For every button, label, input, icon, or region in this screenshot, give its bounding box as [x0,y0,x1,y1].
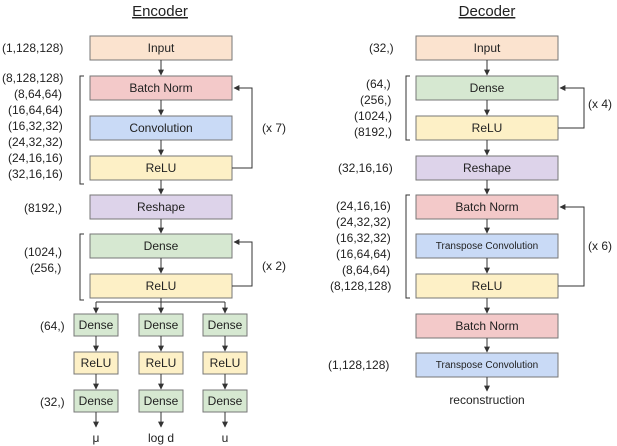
decoder-dense-shape: (8192,) [354,125,392,139]
decoder-tconv-shape: (8,64,64) [342,263,390,277]
decoder-final-batch-norm-box: Batch Norm [415,313,559,339]
encoder-dense-repeat: (x 2) [262,259,286,273]
encoder-conv-shape: (8,128,128) [2,71,63,85]
decoder-reshape-shape: (32,16,16) [338,161,393,175]
encoder-dense-relu-label: ReLU [146,279,177,293]
decoder-tconv-relu-box: ReLU [415,273,559,299]
decoder-reshape-box: Reshape [415,155,559,181]
decoder-reshape-label: Reshape [463,161,511,175]
encoder-head-dense-box: Dense [73,313,119,337]
encoder-dense-shape: (1024,) [24,245,62,259]
encoder-head-dense-label: Dense [79,318,114,332]
decoder-tconv-loop [558,204,585,287]
encoder-head-relu-box: ReLU [138,351,184,375]
encoder-relu-box: ReLU [89,155,233,181]
decoder-dense-relu-label: ReLU [472,121,503,135]
encoder-head-dense-box: Dense [202,313,248,337]
encoder-head-dense-out-label: Dense [79,394,114,408]
encoder-head-dense-label: Dense [208,318,243,332]
encoder-head-relu-box: ReLU [73,351,119,375]
decoder-tconv-relu-label: ReLU [472,279,503,293]
decoder-title: Decoder [459,3,516,20]
encoder-conv-loop [232,85,253,169]
encoder-head-shape: (32,) [40,395,65,409]
decoder-dense-relu-box: ReLU [415,115,559,141]
encoder-head-shape: (64,) [40,319,65,333]
encoder-head-dense-out-box: Dense [73,389,119,413]
encoder-output-mu: μ [93,431,100,445]
decoder-final-tconv-label: Transpose Convolution [436,360,538,371]
encoder-input-shape: (1,128,128) [2,41,63,55]
encoder-head-mu: Dense ReLU Dense μ [73,313,119,445]
encoder-head-dense-out-box: Dense [202,389,248,413]
encoder-head-dense-label: Dense [144,318,179,332]
decoder-batch-norm-box: Batch Norm [415,194,559,220]
encoder-conv-shape: (24,16,16) [8,151,63,165]
decoder-input-box: Input [415,35,559,61]
encoder-conv-shape: (24,32,32) [8,135,63,149]
decoder-dense-shape: (1024,) [354,109,392,123]
encoder-head-relu-label: ReLU [146,356,177,370]
decoder-final-shape: (1,128,128) [328,358,389,372]
encoder-head-relu-label: ReLU [81,356,112,370]
decoder-tconv-bracket [405,194,410,299]
encoder-head-dense-out-label: Dense [208,394,243,408]
encoder-convolution-label: Convolution [129,121,192,135]
encoder-conv-shape: (32,16,16) [8,167,63,181]
encoder-conv-shape: (16,64,64) [8,103,63,117]
decoder-tconv-shape: (16,32,32) [336,231,391,245]
encoder-reshape-box: Reshape [89,194,233,220]
encoder-conv-bracket [79,75,84,185]
encoder-title: Encoder [132,3,188,20]
encoder-dense-shape: (256,) [30,261,61,275]
decoder-output-label: reconstruction [449,393,524,407]
encoder-dense-relu-box: ReLU [89,273,233,299]
decoder-final-tconv-box: Transpose Convolution [415,352,559,378]
encoder-input-label: Input [148,41,175,55]
encoder-batch-norm-box: Batch Norm [89,75,233,101]
decoder-tconv-shape: (8,128,128) [330,279,391,293]
encoder-convolution-box: Convolution [89,115,233,141]
decoder-final-batch-norm-label: Batch Norm [455,319,518,333]
decoder-input-label: Input [474,41,501,55]
decoder-tconv-repeat: (x 6) [588,239,612,253]
decoder-batch-norm-label: Batch Norm [455,200,518,214]
encoder-reshape-label: Reshape [137,200,185,214]
decoder-dense-shape: (256,) [360,93,391,107]
encoder-head-relu-box: ReLU [202,351,248,375]
encoder-reshape-shape: (8192,) [24,201,62,215]
decoder-dense-label: Dense [470,81,505,95]
decoder-tconv-shape: (16,64,64) [336,247,391,261]
decoder-dense-box: Dense [415,75,559,101]
encoder-dense-bracket [79,233,84,301]
encoder-dense-label: Dense [144,239,179,253]
encoder-conv-shape: (8,64,64) [14,87,62,101]
encoder-head-logd: Dense ReLU Dense log d [138,313,184,445]
decoder-input-shape: (32,) [369,41,394,55]
decoder-dense-repeat: (x 4) [588,97,612,111]
encoder-head-dense-out-label: Dense [144,394,179,408]
decoder-dense-bracket [405,75,410,141]
decoder-tconv-box: Transpose Convolution [415,233,559,259]
decoder-tconv-label: Transpose Convolution [436,241,538,252]
encoder-batch-norm-label: Batch Norm [129,81,192,95]
encoder-relu-label: ReLU [146,161,177,175]
encoder-output-logd: log d [148,431,174,445]
encoder-head-dense-box: Dense [138,313,184,337]
encoder-input-box: Input [89,35,233,61]
encoder-output-u: u [222,431,229,445]
encoder-head-u: Dense ReLU Dense u [202,313,248,445]
decoder-tconv-shape: (24,32,32) [336,215,391,229]
encoder-head-relu-label: ReLU [210,356,241,370]
encoder-conv-shape: (16,32,32) [8,119,63,133]
encoder-dense-box: Dense [89,233,233,259]
encoder-head-dense-out-box: Dense [138,389,184,413]
decoder-tconv-shape: (24,16,16) [336,199,391,213]
decoder-dense-shape: (64,) [366,77,391,91]
encoder-conv-repeat: (x 7) [262,121,286,135]
decoder-dense-loop [558,85,585,129]
encoder-dense-loop [232,239,253,287]
